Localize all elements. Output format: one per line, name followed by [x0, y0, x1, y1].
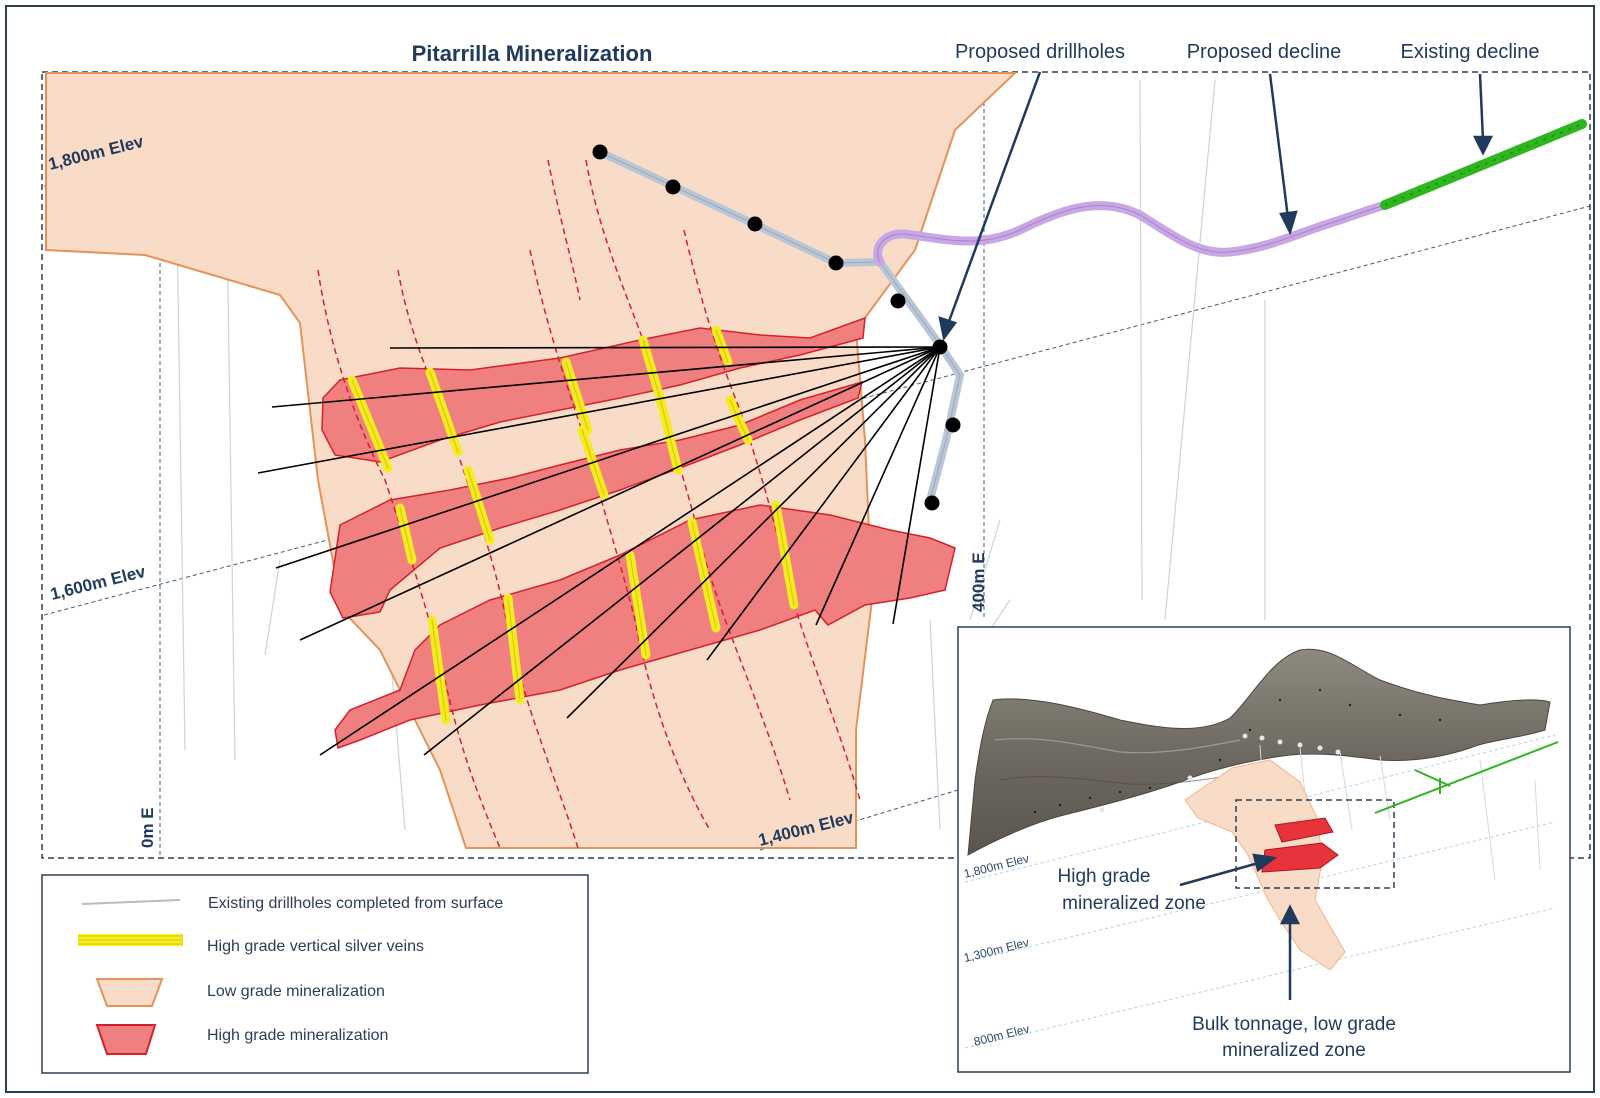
legend-swatch-existing-drillholes [81, 899, 181, 905]
callout-existing-decline: Existing decline [1401, 41, 1540, 63]
high-grade-zone-middle [329, 380, 864, 619]
inset-high-grade-label-1: High grade [1058, 866, 1151, 887]
outer-frame [5, 5, 1595, 1093]
page-title: Pitarrilla Mineralization [412, 41, 653, 66]
inset-high-grade-lower [1261, 842, 1339, 873]
vein-traces [317, 159, 861, 849]
inset-high-grade-upper [1274, 817, 1334, 843]
inset-bulk-label-2: mineralized zone [1222, 1040, 1366, 1061]
callout-arrows [938, 71, 1494, 342]
elev-label-1600: 1,600m Elev [48, 562, 148, 604]
drill-stations [592, 144, 961, 511]
callout-proposed-decline: Proposed decline [1187, 41, 1342, 63]
proposed-decline [873, 200, 1390, 267]
legend-swatch-high-grade [95, 1024, 157, 1055]
inset-terrain [967, 648, 1551, 856]
proposed-drillhole-fan [257, 346, 941, 756]
legend-label-low-grade: Low grade mineralization [207, 983, 385, 1000]
legend-swatch-low-grade [95, 978, 164, 1007]
easting-label-400: 400m E [969, 552, 988, 612]
legend: Existing drillholes completed from surfa… [41, 874, 589, 1074]
inset-focus-box [1235, 799, 1395, 889]
easting-label-0: 0m E [138, 807, 157, 848]
inset-bulk-label-1: Bulk tonnage, low grade [1192, 1014, 1396, 1035]
inset-3d-view: 1,800m Elev 1,300m Elev 800m Elev High g… [957, 626, 1571, 1073]
legend-label-silver-veins: High grade vertical silver veins [207, 938, 424, 955]
low-grade-zone [45, 72, 1018, 849]
legend-swatch-silver-veins [78, 934, 183, 946]
legend-label-existing-drillholes: Existing drillholes completed from surfa… [208, 895, 503, 912]
inset-high-grade-label-2: mineralized zone [1062, 893, 1206, 914]
legend-label-high-grade: High grade mineralization [207, 1027, 388, 1044]
existing-decline [1380, 119, 1587, 210]
callout-proposed-drillholes: Proposed drillholes [955, 41, 1125, 63]
